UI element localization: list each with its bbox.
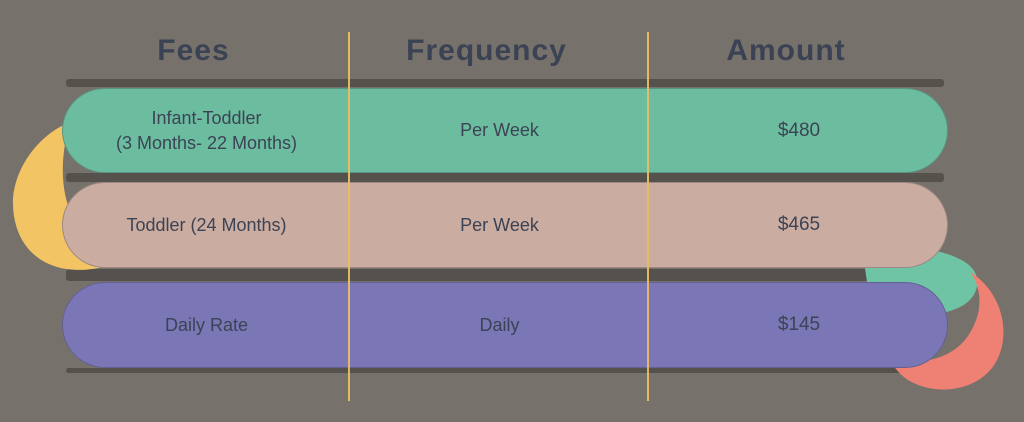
fee-cell: Daily Rate (63, 313, 350, 337)
table-row-toddler: Toddler (24 Months) Per Week $465 (62, 182, 948, 268)
frequency-cell: Per Week (460, 120, 539, 141)
coral-crescent-blob (888, 272, 1004, 390)
table-row-daily-rate: Daily Rate Daily $145 (62, 282, 948, 368)
amount-cell: $145 (777, 314, 821, 336)
fee-cell: Toddler (24 Months) (63, 213, 350, 237)
fee-cell: Infant-Toddler (3 Months- 22 Months) (63, 106, 350, 155)
shadow-band-bottom (66, 368, 944, 373)
shadow-band-row2-row3 (66, 269, 944, 281)
amount-cell: $465 (777, 214, 821, 236)
column-divider-1 (348, 32, 350, 401)
fee-name: Infant-Toddler (151, 108, 262, 129)
shadow-band-top (66, 79, 944, 87)
fee-age-range: (3 Months- 22 Months) (115, 132, 298, 153)
amount-cell: $480 (777, 119, 821, 141)
header-amount: Amount (726, 34, 846, 67)
frequency-cell: Daily (479, 314, 520, 335)
header-frequency: Frequency (406, 34, 567, 67)
column-divider-2 (647, 32, 649, 401)
yellow-crescent-blob (12, 122, 143, 270)
fee-name: Daily Rate (164, 314, 249, 335)
shadow-band-row1-row2 (66, 173, 944, 182)
header-fees: Fees (157, 34, 230, 67)
table-row-infant-toddler: Infant-Toddler (3 Months- 22 Months) Per… (62, 88, 948, 173)
fee-name: Toddler (24 Months) (126, 214, 287, 235)
frequency-cell: Per Week (460, 214, 539, 235)
table-header-row: Fees Frequency Amount (50, 28, 936, 74)
